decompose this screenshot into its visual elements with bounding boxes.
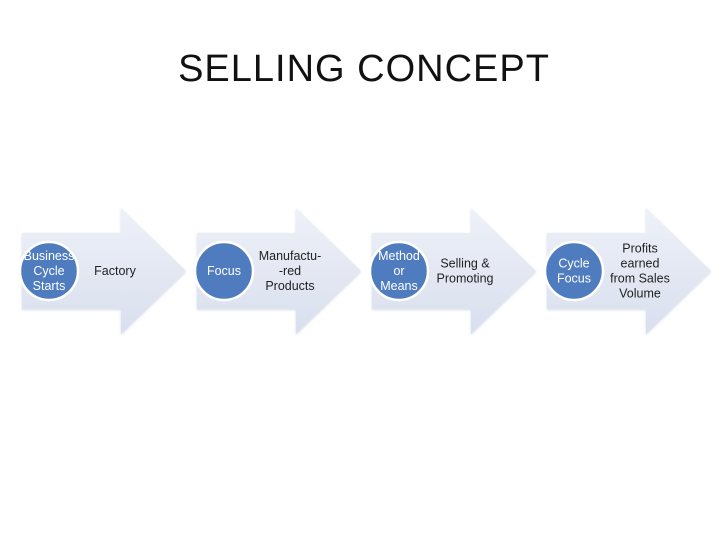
step-arrow: [197, 208, 361, 334]
step-arrow-label: -red: [279, 264, 301, 278]
step-circle: [368, 240, 430, 302]
step-circle: [543, 240, 605, 302]
step-arrow: [372, 208, 536, 334]
step-circle-label: Focus: [557, 272, 591, 286]
step-arrow-label: Volume: [619, 287, 661, 301]
step-arrow-label: Selling &: [440, 257, 490, 271]
step-circle-label: or: [393, 264, 404, 278]
step-circle: [18, 240, 80, 302]
step-arrow-label: earned: [621, 257, 660, 271]
slide-title: SELLING CONCEPT: [178, 48, 550, 90]
step-circle-label: Focus: [207, 264, 241, 278]
step-arrow-label: Promoting: [437, 272, 494, 286]
step-circle-label: Starts: [33, 279, 66, 293]
step-arrow-label: Products: [265, 279, 314, 293]
step-arrow-label: Profits: [622, 242, 657, 256]
step-circle: [193, 240, 255, 302]
step-circle-label: Cycle: [33, 264, 64, 278]
step-circle-label: Cycle: [558, 257, 589, 271]
step-circle-label: Method: [378, 249, 420, 263]
step-arrow: [547, 208, 711, 334]
step-circle-label: Business: [24, 249, 75, 263]
step-arrow: [22, 208, 186, 334]
step-arrow-label: Factory: [94, 264, 136, 278]
step-arrow-label: Manufactu-: [259, 249, 322, 263]
step-arrow-label: from Sales: [610, 272, 670, 286]
step-circle-label: Means: [380, 279, 418, 293]
